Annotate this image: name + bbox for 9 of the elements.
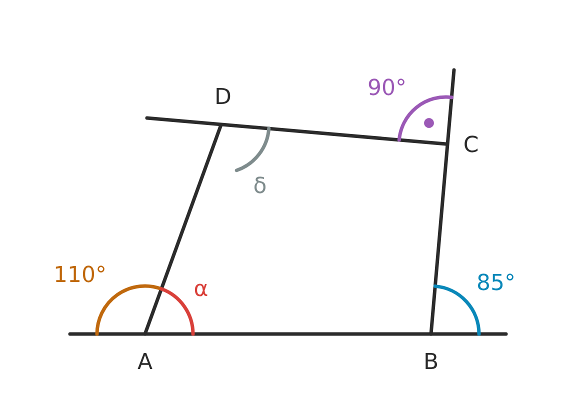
angle-label: α (194, 277, 208, 302)
angle-label: 110° (54, 263, 106, 288)
vertex-label: B (423, 350, 439, 375)
vertex-label: C (463, 133, 479, 158)
vertex-label: A (137, 350, 153, 375)
angle-label: δ (253, 174, 267, 199)
angle-label: 85° (476, 271, 516, 296)
vertex-label: D (214, 85, 232, 110)
angle-label: 90° (368, 76, 406, 101)
